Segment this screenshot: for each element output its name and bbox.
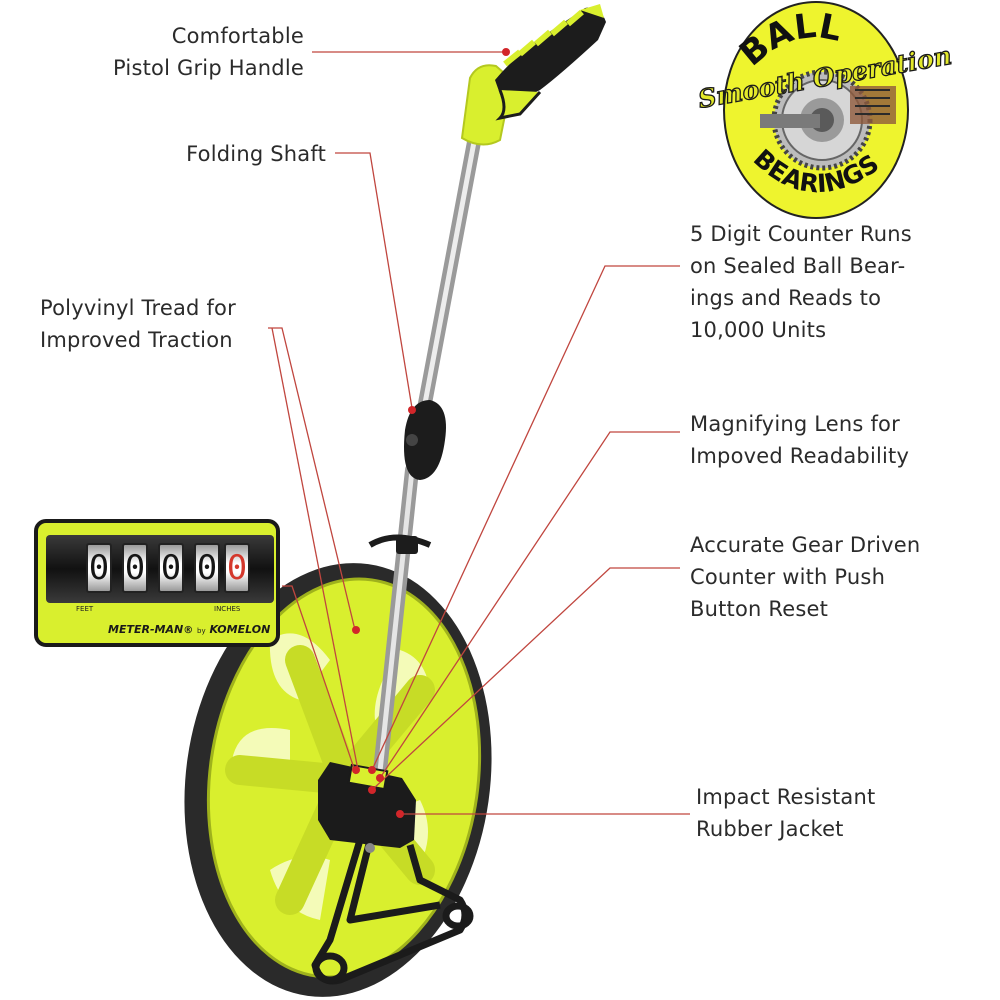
counter-digit: 0 <box>86 543 112 593</box>
counter-inches-label: INCHES <box>214 605 241 613</box>
callout-grip-line-2: Pistol Grip Handle <box>113 56 304 80</box>
brand-logo: METER-MAN® by KOMELON <box>108 623 270 636</box>
callout-tread: Polyvinyl Tread for Improved Traction <box>40 292 236 356</box>
counter-housing <box>318 762 416 853</box>
folding-shaft <box>368 103 487 797</box>
brand-maker: KOMELON <box>209 623 271 636</box>
counter-window: 0 0 0 0 0 <box>46 535 274 603</box>
callout-counter-line-2: on Sealed Ball Bear- <box>690 254 906 278</box>
callout-lens-line-2: Impoved Readability <box>690 444 910 468</box>
counter-digit-inches: 0 <box>224 543 250 593</box>
ball-bearings-badge <box>723 1 909 219</box>
badge-smooth-operation-text: Smooth Operation <box>696 41 954 114</box>
badge-bearings-text: BEARINGS <box>748 143 884 198</box>
brand-by: by <box>197 627 206 635</box>
callout-gear-line-2: Counter with Push <box>690 565 886 589</box>
callout-counter-line-1: 5 Digit Counter Runs <box>690 222 912 246</box>
callout-magnifying-lens: Magnifying Lens for Impoved Readability <box>690 408 909 472</box>
callout-folding-shaft: Folding Shaft <box>120 138 326 170</box>
callout-gear-line-3: Button Reset <box>690 597 829 621</box>
callout-counter-line-4: 10,000 Units <box>690 318 827 342</box>
pistol-grip-handle <box>460 4 606 146</box>
callout-jacket-line-1: Impact Resistant <box>696 785 876 809</box>
callout-jacket-line-2: Rubber Jacket <box>696 817 844 841</box>
callout-leader-lines <box>268 51 690 815</box>
callout-lens-line-1: Magnifying Lens for <box>690 412 900 436</box>
brand-name: METER-MAN <box>108 623 184 636</box>
callout-grip-line-1: Comfortable <box>171 24 304 48</box>
counter-digit: 0 <box>194 543 220 593</box>
callout-counter-line-3: ings and Reads to <box>690 286 882 310</box>
kickstand <box>311 838 474 985</box>
counter-feet-label: FEET <box>76 605 94 613</box>
callout-tread-line-1: Polyvinyl Tread for <box>40 296 236 320</box>
callout-gear-counter: Accurate Gear Driven Counter with Push B… <box>690 529 920 625</box>
callout-digit-counter: 5 Digit Counter Runs on Sealed Ball Bear… <box>690 218 912 346</box>
callout-tread-line-2: Improved Traction <box>40 328 233 352</box>
callout-gear-line-1: Accurate Gear Driven <box>690 533 921 557</box>
callout-rubber-jacket: Impact Resistant Rubber Jacket <box>696 781 875 845</box>
counter-digit: 0 <box>158 543 184 593</box>
counter-closeup-inset: 0 0 0 0 0 FEET INCHES METER-MAN® by KOME… <box>34 519 280 647</box>
callout-grip-handle: Comfortable Pistol Grip Handle <box>60 20 304 84</box>
brand-trademark: ® <box>183 625 194 636</box>
counter-digit: 0 <box>122 543 148 593</box>
callout-shaft-line-1: Folding Shaft <box>186 142 326 166</box>
callout-markers <box>352 48 510 818</box>
